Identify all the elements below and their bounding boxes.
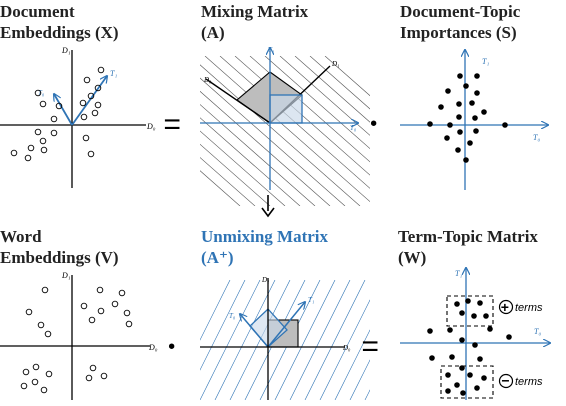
minus-symbol: − [501, 373, 509, 389]
x-topic-vector-t0 [54, 94, 73, 126]
unmixing-label-d1: D₁ [261, 276, 270, 284]
x-axis-label-d0: D₀ [146, 122, 156, 131]
unmixing-vector-t0 [240, 314, 269, 348]
mixing-hatch-lines [200, 56, 370, 206]
document-embeddings-title-line1: Document [0, 2, 75, 21]
term-topic-title-line2: (W) [398, 248, 427, 267]
word-embeddings-title: Word Embeddings (V) [0, 226, 119, 268]
plus-symbol: + [501, 299, 509, 315]
mixing-basis-d0 [205, 78, 271, 124]
v-word-points [20, 286, 133, 394]
unmixing-hatch-lines [200, 280, 370, 400]
plus-circle-icon [498, 299, 514, 315]
document-embeddings-title-line2: Embeddings (X) [0, 23, 119, 42]
document-topic-title-line2: Importances (S) [400, 23, 517, 42]
unmixing-matrix-plot: T₀ T₁ D₁ D₀ [200, 276, 370, 400]
term-topic-plot: T₁ T₀ + terms − terms [400, 268, 550, 400]
negative-terms-label: terms [515, 376, 543, 388]
minus-circle-icon [498, 373, 514, 389]
w-label-t0: T₀ [534, 327, 541, 336]
unmixing-matrix-title-line2: (A⁺) [201, 248, 234, 267]
x-topic-vector-t1 [71, 76, 107, 126]
s-label-t1: T₁ [482, 57, 489, 66]
document-embeddings-plot: D₁ D₀ T₀ T₁ [0, 46, 156, 188]
mixing-matrix-title-line2: (A) [201, 23, 225, 42]
dot-operator-bottom: • [168, 336, 175, 358]
word-embeddings-plot: D₁ D₀ [0, 271, 158, 400]
equals-sign-top: = [163, 108, 181, 141]
unmixing-label-t1: T₁ [308, 296, 314, 304]
x-document-points [10, 66, 105, 162]
w-term-points [427, 298, 512, 396]
mixing-matrix-plot: D₀ D₁ T₁ T₀ [200, 46, 370, 206]
document-topic-title-line1: Document-Topic [400, 2, 521, 21]
x-topic-label-t0: T₀ [38, 89, 45, 97]
positive-terms-label: terms [515, 302, 543, 314]
word-embeddings-title-line2: Embeddings (V) [0, 248, 119, 267]
x-topic-label-t1: T₁ [110, 69, 117, 78]
dot-operator-top: • [370, 113, 377, 135]
mixing-matrix-title-line1: Mixing Matrix [201, 2, 309, 21]
mixing-matrix-title: Mixing Matrix (A) [201, 1, 308, 43]
v-axis-label-d1: D₁ [61, 271, 71, 280]
x-axis-label-d1: D₁ [61, 46, 71, 55]
word-embeddings-title-line1: Word [0, 227, 42, 246]
document-embeddings-title: Document Embeddings (X) [0, 1, 119, 43]
mixing-label-t1: T₁ [268, 46, 274, 54]
mixing-label-t0: T₀ [350, 124, 357, 132]
mixing-unit-square [269, 94, 303, 124]
mixing-label-d1: D₁ [331, 60, 340, 68]
unmixing-vector-t1 [267, 302, 305, 348]
v-axis-label-d0: D₀ [148, 343, 158, 352]
unmixing-matrix-title-line1: Unmixing Matrix [201, 227, 329, 246]
document-topic-plot: T₁ T₀ [400, 50, 548, 190]
mixing-label-d0: D₀ [203, 76, 212, 84]
term-topic-title-line1: Term-Topic Matrix [398, 227, 538, 246]
s-label-t0: T₀ [533, 133, 540, 142]
unmixing-matrix-title: Unmixing Matrix (A⁺) [201, 226, 328, 268]
down-arrow-head [261, 207, 275, 218]
term-topic-title: Term-Topic Matrix (W) [398, 226, 538, 268]
w-label-t1: T₁ [455, 269, 462, 278]
equals-sign-bottom: = [361, 330, 379, 363]
s-importance-points [427, 73, 508, 163]
positive-terms-box [446, 295, 494, 327]
document-topic-title: Document-Topic Importances (S) [400, 1, 520, 43]
unmixing-label-t0: T₀ [229, 312, 236, 320]
unmixing-label-d0: D₀ [342, 344, 351, 352]
